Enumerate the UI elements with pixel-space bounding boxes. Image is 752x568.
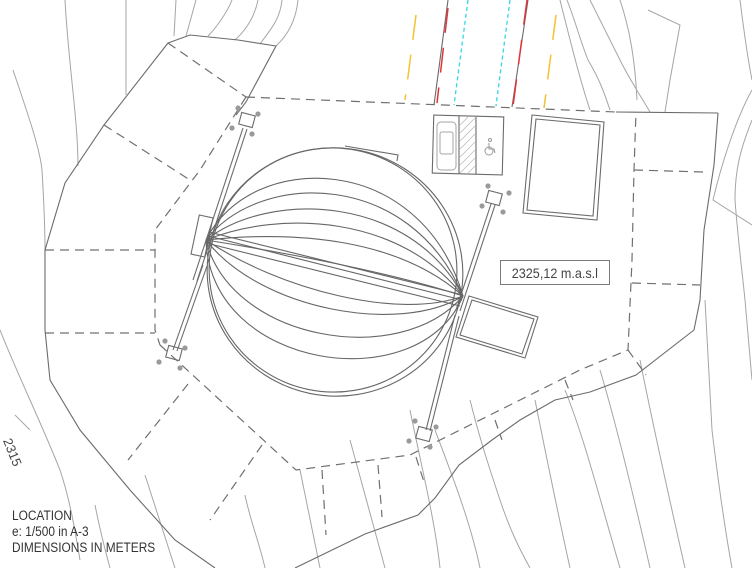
anchor-cables bbox=[156, 105, 512, 450]
legend-units: DIMENSIONS IN METERS bbox=[12, 540, 156, 555]
car-icon bbox=[436, 121, 457, 171]
road bbox=[404, 0, 557, 109]
platform-rectangle-north bbox=[522, 114, 605, 221]
parking-space bbox=[431, 114, 505, 176]
wheelchair-icon bbox=[484, 138, 496, 156]
legend-title: LOCATION bbox=[12, 508, 72, 523]
site-boundary-dashed bbox=[45, 42, 705, 536]
site-outline bbox=[44, 34, 719, 568]
legend-scale: e: 1/500 in A-3 bbox=[12, 524, 89, 539]
entrance-pad-north bbox=[344, 145, 399, 162]
drawing-legend: LOCATION e: 1/500 in A-3 DIMENSIONS IN M… bbox=[12, 508, 155, 556]
elevation-label: 2325,12 m.a.s.l bbox=[500, 260, 610, 285]
hatched-aisle bbox=[459, 116, 476, 175]
geodesic-dome bbox=[205, 147, 464, 397]
elevation-text: 2325,12 m.a.s.l bbox=[511, 265, 599, 281]
platform-rectangle-east bbox=[455, 295, 539, 359]
